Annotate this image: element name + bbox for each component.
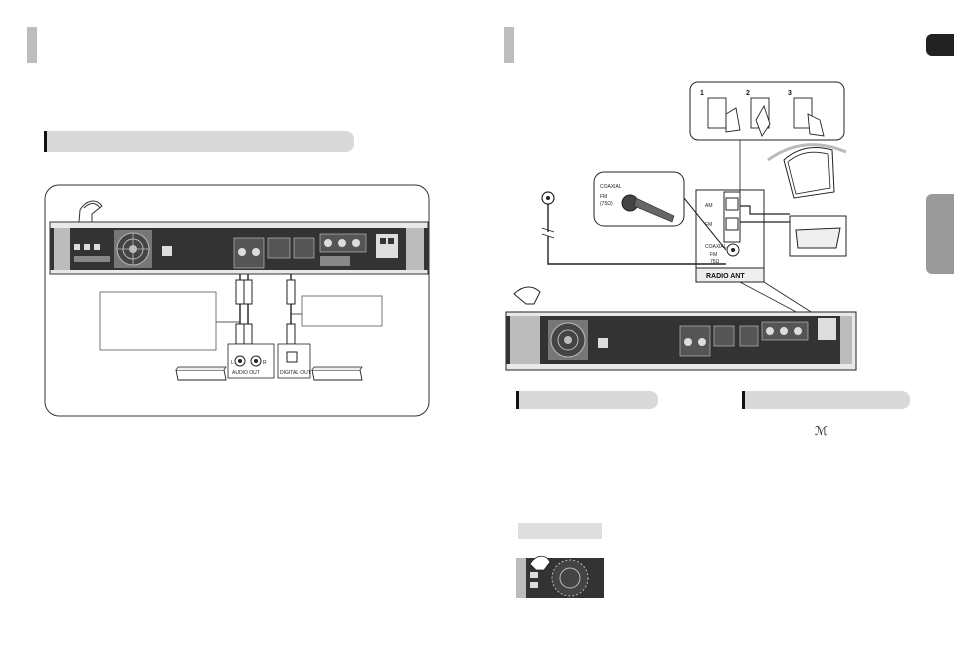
device-right (311, 366, 363, 381)
fm-wire (541, 191, 726, 265)
panel-title: RADIO ANT (706, 273, 745, 280)
rear-panel (49, 221, 429, 275)
callout-fm: FM (600, 194, 607, 200)
callout-coaxial: COAXIAL (600, 184, 622, 190)
digital-out-label: DIGITAL OUT (280, 370, 311, 376)
panel-fm: FM (705, 222, 712, 228)
antenna-loop-icon (767, 143, 847, 257)
fm-connector-icon (621, 194, 675, 223)
fan-icon (114, 230, 152, 268)
step-1: 1 (700, 90, 704, 97)
callout-fm-value: (75Ω) (600, 201, 613, 207)
section-mark-glyph: ℳ (815, 424, 828, 438)
rear-panel-right (505, 311, 857, 371)
panel-am: AM (705, 203, 713, 209)
right-header-tab (504, 27, 514, 63)
chapter-side-tab (926, 194, 954, 274)
panel-fm-imp: FM (710, 252, 717, 258)
panel-fm-imp-value: 75Ω (710, 259, 720, 265)
left-header-tab (27, 27, 37, 63)
panel-coaxial: COAXIAL (705, 244, 727, 250)
device-left (175, 366, 227, 381)
antenna-diagram: 1 2 3 AM FM COAXIAL FM 75Ω RADIO ANT COA… (505, 81, 857, 371)
fan-icon (548, 320, 588, 360)
left-section-bar (44, 131, 354, 152)
right-section-bar-2 (742, 391, 910, 409)
connection-diagram: L R AUDIO OUT DIGITAL OUT (44, 184, 430, 417)
hand-icon (529, 555, 551, 571)
rear-panel-thumbnail (516, 555, 604, 598)
note-highlight (518, 523, 602, 539)
step-2: 2 (746, 90, 750, 97)
step-3: 3 (788, 90, 792, 97)
language-tab (926, 34, 954, 56)
right-section-bar-1 (516, 391, 658, 409)
label-l: L (231, 360, 234, 366)
audio-out-label: AUDIO OUT (232, 370, 260, 376)
label-r: R (263, 360, 267, 366)
